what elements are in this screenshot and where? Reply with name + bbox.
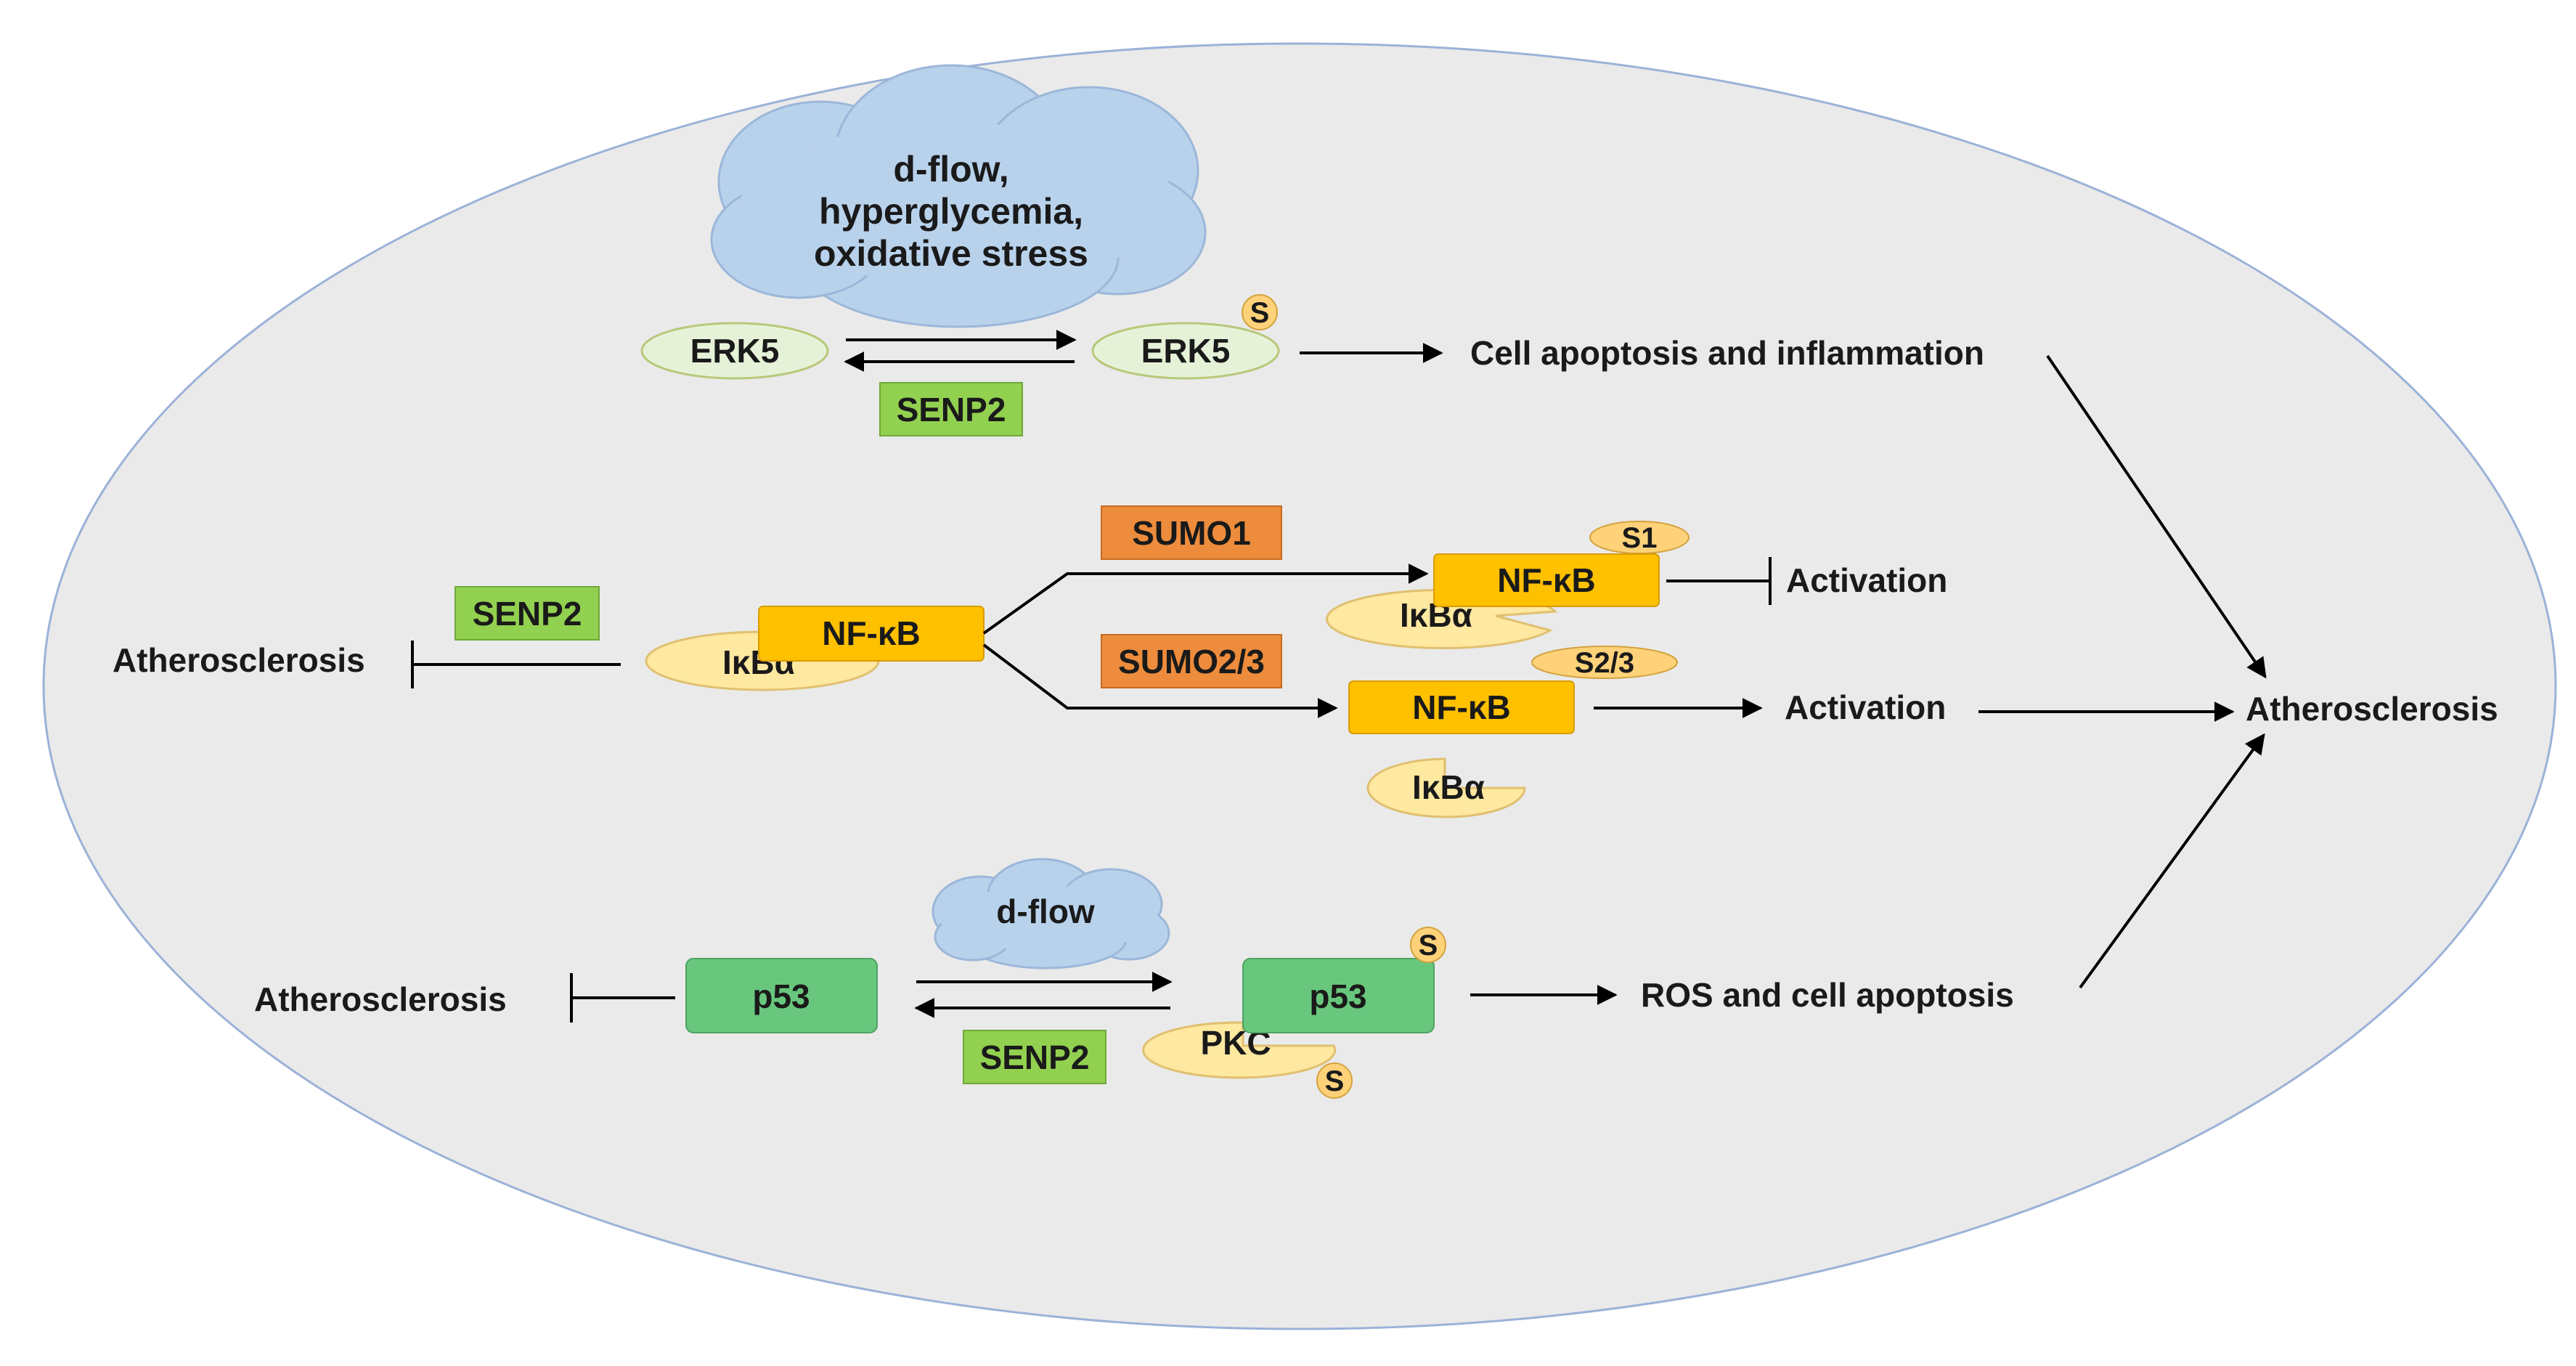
erk5-row: ERK5 ERK5 S SENP2 Cell apoptosis and inf…: [640, 294, 1984, 436]
erk5-sumo-tag-label: S: [1250, 297, 1270, 329]
p53-atherosclerosis-label: Atherosclerosis: [254, 980, 507, 1018]
erk5-senp2-box: [879, 382, 1023, 436]
nfkb-senp2-label: SENP2: [473, 595, 582, 633]
p53-sumo-tag-label: S: [1419, 930, 1438, 962]
dflow-cloud-label: d-flow: [996, 893, 1095, 930]
s23-tag: [1531, 646, 1678, 679]
erk5-outcome-label: Cell apoptosis and inflammation: [1470, 334, 1984, 372]
erk5-left-node: [640, 322, 829, 380]
erk5-right-node: [1091, 322, 1280, 380]
sumo1-box: [1101, 505, 1282, 560]
s1-nfkb-node: [1433, 553, 1660, 607]
atherosclerosis-result-label: Atherosclerosis: [2246, 690, 2498, 728]
p53-senp2-box: [963, 1030, 1106, 1084]
p53-right-node: [1242, 958, 1435, 1033]
nfkb-complex-label: NF-κB: [822, 614, 921, 652]
p53-section: d-flow Atherosclerosis p53 SENP2 PKC p53…: [254, 858, 2014, 1099]
cloud-line-3: oxidative stress: [814, 233, 1088, 274]
cloud-line-1: d-flow,: [893, 149, 1008, 190]
stress-cloud: d-flow, hyperglycemia, oxidative stress: [710, 64, 1207, 328]
sumo23-label: SUMO2/3: [1118, 643, 1265, 680]
nfkb-section: Atherosclerosis SENP2 IκBα NF-κB SUMO1 S…: [113, 505, 2235, 818]
nfkb-senp2-box: [455, 586, 600, 641]
s23-ikba-label: IκBα: [1412, 768, 1485, 806]
dflow-cloud: d-flow: [932, 858, 1170, 969]
erk5-right-label: ERK5: [1141, 332, 1231, 370]
nfkb-sumo1-arrow: [982, 564, 1429, 635]
cell-ellipse: [42, 42, 2557, 1330]
nfkb-complex-node: [758, 606, 985, 662]
pkc-node: [1142, 1021, 1337, 1079]
p53-outcome-label: ROS and cell apoptosis: [1641, 976, 2014, 1014]
p53-senp2-label: SENP2: [980, 1038, 1090, 1076]
sumo1-label: SUMO1: [1132, 514, 1251, 552]
nfkb-atherosclerosis-label: Atherosclerosis: [113, 641, 365, 679]
p53-to-atherosclerosis-arrow: [2079, 733, 2265, 989]
s23-nfkb-label: NF-κB: [1412, 688, 1511, 726]
s1-nfkb-label: NF-κB: [1497, 561, 1596, 599]
s23-result-label: Activation: [1785, 688, 1946, 726]
p53-left-label: p53: [752, 977, 810, 1015]
p53-sumo-tag: [1410, 927, 1446, 963]
s23-ikba-node: [1366, 757, 1526, 818]
erk5-left-label: ERK5: [690, 332, 780, 370]
sumo23-box: [1101, 634, 1282, 688]
pkc-sumo-tag: [1316, 1062, 1353, 1099]
s23-tag-label: S2/3: [1575, 647, 1634, 679]
cloud-line-2: hyperglycemia,: [819, 191, 1083, 232]
p53-right-label: p53: [1309, 977, 1366, 1015]
s1-tag-label: S1: [1622, 522, 1658, 554]
s1-result-label: Activation: [1786, 561, 1947, 599]
p53-left-node: [685, 958, 878, 1033]
pkc-sumo-tag-label: S: [1325, 1065, 1345, 1097]
nfkb-sumo23-arrow: [982, 643, 1338, 718]
erk5-sumo-tag: [1242, 294, 1278, 330]
s23-nfkb-node: [1348, 680, 1575, 734]
erk5-to-atherosclerosis-arrow: [2046, 354, 2267, 679]
erk5-senp2-label: SENP2: [897, 391, 1006, 428]
